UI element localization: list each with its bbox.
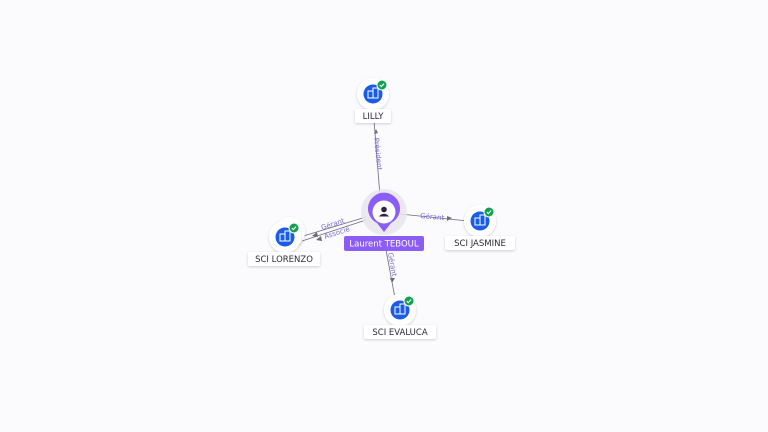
edge-sci-jasmine: Gérant <box>399 212 469 222</box>
person-node[interactable]: Laurent TEBOUL <box>344 189 424 251</box>
company-node-sci-evaluca[interactable]: SCI EVALUCA <box>364 294 436 339</box>
edge-label-gerant-evaluca: Gérant <box>386 252 398 277</box>
company-node-lilly[interactable]: LILLY <box>355 78 391 123</box>
company-name: SCI LORENZO <box>255 255 313 265</box>
edge-sci-evaluca: Gérant <box>385 249 398 299</box>
check-icon <box>288 222 300 234</box>
edge-label-gerant-jasmine: Gérant <box>420 212 445 222</box>
person-name: Laurent TEBOUL <box>349 240 418 250</box>
company-node-sci-lorenzo[interactable]: SCI LORENZO <box>248 217 320 266</box>
check-icon <box>376 79 388 91</box>
company-name: SCI EVALUCA <box>372 328 427 338</box>
check-icon <box>483 206 495 218</box>
company-name: SCI JASMINE <box>454 239 506 249</box>
company-node-sci-jasmine[interactable]: SCI JASMINE <box>445 205 515 250</box>
company-name: LILLY <box>363 112 385 122</box>
edge-label-president: Président <box>372 137 383 171</box>
check-icon <box>403 295 415 307</box>
